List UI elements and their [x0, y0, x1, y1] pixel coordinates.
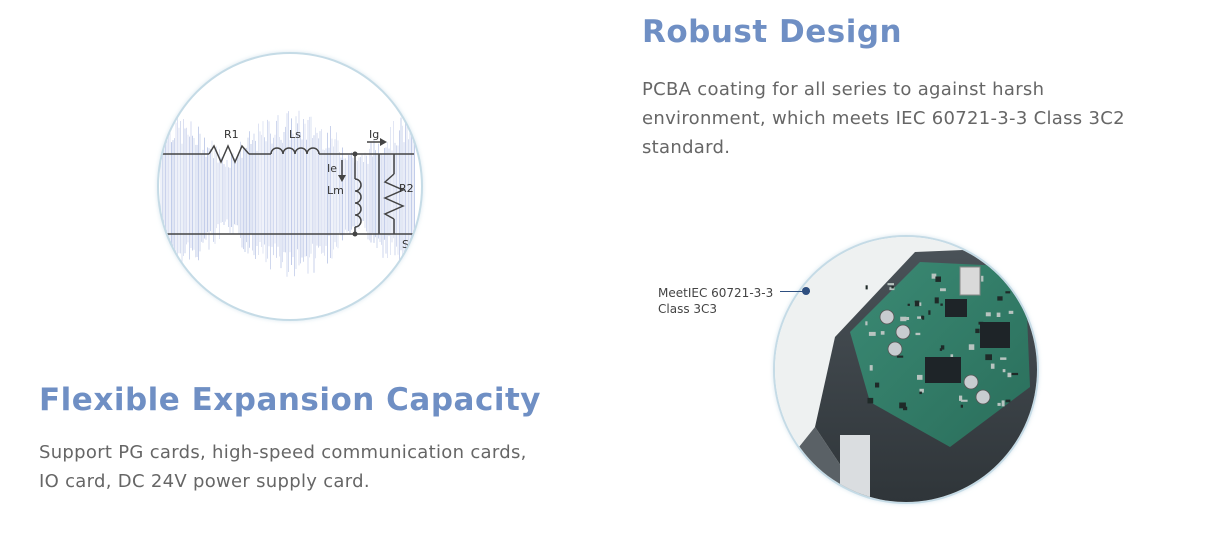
pcb-component — [917, 374, 923, 380]
pcb-component — [867, 397, 874, 404]
pcb-components — [865, 273, 1019, 411]
flexible-expansion-title: Flexible Expansion Capacity — [39, 382, 541, 418]
label-s: S — [402, 238, 409, 251]
callout-dot — [802, 287, 810, 295]
circuit-diagram-image: R1 Ls Ig Ie Lm R2 S — [157, 52, 423, 321]
pcb-component — [915, 332, 921, 336]
pcb-component — [917, 316, 923, 319]
pcb-component — [997, 402, 1001, 406]
label-ig: Ig — [369, 128, 379, 141]
callout-line-1: MeetIEC 60721-3-3 — [658, 286, 774, 300]
pcb-component — [990, 363, 995, 369]
pcb-component — [1005, 399, 1011, 403]
flexible-expansion-description: Support PG cards, high-speed communicati… — [39, 442, 527, 492]
pcb-component — [1002, 369, 1006, 373]
pcb-component — [959, 395, 963, 401]
pcb-component — [887, 283, 894, 286]
pcb-component — [934, 297, 939, 304]
pcb-component — [919, 391, 922, 395]
label-r1: R1 — [224, 128, 239, 141]
callout-leader-line — [780, 291, 810, 292]
pcb-board-image — [773, 235, 1039, 504]
pcb-component — [950, 354, 954, 360]
pcb-component — [1005, 291, 1011, 294]
pcb-component — [896, 355, 904, 358]
label-lm: Lm — [327, 184, 344, 197]
pcb-component — [921, 315, 924, 319]
callout-label: MeetIEC 60721-3-3 Class 3C3 — [658, 285, 828, 317]
pcb-component — [889, 287, 895, 291]
circuit-diagram-svg: R1 Ls Ig Ie Lm R2 S — [159, 110, 415, 277]
pcb-component — [981, 275, 984, 282]
pcb-component — [907, 303, 910, 306]
pcb-board-svg — [775, 237, 1037, 502]
label-ls: Ls — [289, 128, 301, 141]
pcb-component — [940, 288, 946, 292]
pcb-component — [919, 388, 924, 393]
label-ie: Ie — [327, 162, 337, 175]
pcb-component — [1008, 310, 1014, 314]
pcb-component — [960, 404, 963, 408]
pcb-component — [914, 300, 920, 307]
pcb-component — [985, 312, 991, 317]
pcb-component — [865, 285, 868, 290]
pcb-component — [996, 312, 1001, 317]
pcb-component — [880, 331, 885, 335]
pcb-component — [940, 345, 945, 350]
label-r2: R2 — [399, 182, 414, 195]
pcb-component — [928, 310, 931, 315]
pcb-component — [1007, 372, 1012, 378]
pcb-component — [975, 328, 980, 334]
pcb-component — [865, 321, 868, 326]
pcb-component — [960, 399, 968, 402]
pcb-component — [875, 382, 880, 388]
pcb-component — [1001, 400, 1005, 407]
pcb-component — [869, 365, 873, 371]
pcb-component — [903, 406, 908, 411]
pcb-component — [906, 317, 910, 320]
callout-line-2: Class 3C3 — [658, 302, 718, 316]
pcb-component — [1011, 372, 1019, 376]
pcb-component — [935, 276, 941, 282]
pcb-component — [899, 402, 906, 409]
pcb-component — [868, 331, 876, 336]
pcb-component — [1000, 357, 1007, 360]
pcb-component — [968, 344, 975, 350]
pcb-component — [997, 296, 1003, 301]
pcb-component — [931, 273, 937, 279]
pcb-component — [985, 354, 992, 361]
pcb-component — [891, 286, 894, 289]
pcb-component — [940, 303, 943, 306]
pcb-component — [900, 316, 907, 322]
pcb-component — [939, 348, 943, 351]
robust-design-title: Robust Design — [642, 14, 903, 50]
robust-design-description: PCBA coating for all series to against h… — [642, 79, 1125, 158]
